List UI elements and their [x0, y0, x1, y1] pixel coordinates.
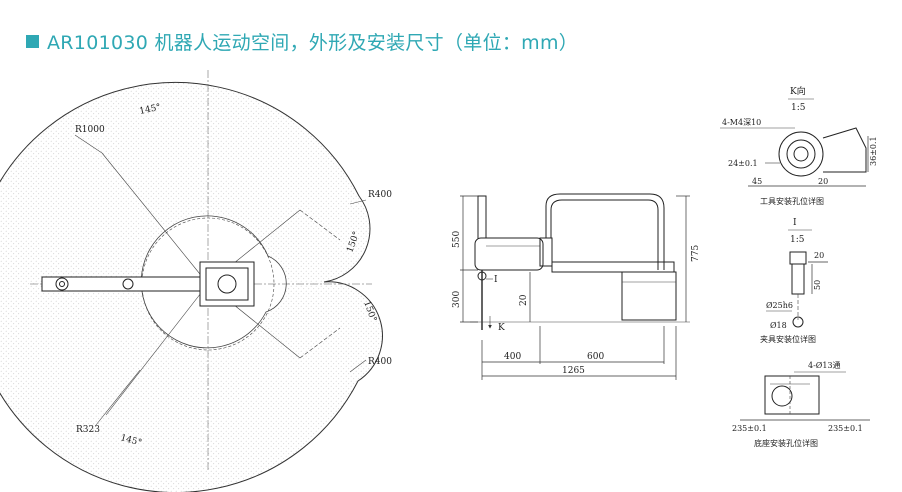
label-angle-top: 145° [139, 103, 162, 117]
base-view-caption: 底座安装孔位详图 [754, 438, 818, 448]
k-view-dim-45: 45 [752, 177, 762, 186]
k-view-title: K向 [790, 85, 806, 97]
label-k-ref: K [498, 323, 505, 333]
i-view-dim-50: 50 [813, 280, 822, 290]
label-r-mid-top: R400 [368, 190, 392, 200]
label-r-mid-bottom: R400 [368, 357, 392, 367]
k-view-dim-24: 24±0.1 [728, 159, 758, 168]
side-view: 550 300 775 20 I K 400 600 1265 [452, 193, 701, 380]
title-bullet-icon [26, 34, 39, 48]
k-view-dim-36: 36±0.1 [869, 136, 878, 166]
i-view-dim-20: 20 [814, 251, 824, 260]
k-view-scale: 1:5 [791, 103, 806, 113]
dim-height-lower: 300 [452, 291, 462, 308]
i-view-detail: I 1:5 20 50 Ø25h6 Ø18 夹具安装位详图 [760, 218, 828, 344]
k-view-dim-20: 20 [818, 177, 828, 186]
base-view-dim-left: 235±0.1 [732, 424, 767, 433]
i-view-caption: 夹具安装位详图 [760, 334, 816, 344]
k-view-detail: K向 1:5 4-M4深10 24±0.1 36±0.1 45 20 工具安装孔… [720, 85, 878, 206]
label-r-outer: R1000 [75, 125, 105, 135]
base-view-holes: 4-Ø13通 [808, 360, 841, 370]
dim-total-height: 775 [691, 245, 701, 262]
base-view-dim-right: 235±0.1 [828, 424, 863, 433]
dim-height-upper: 550 [452, 231, 462, 248]
label-r-inner: R323 [76, 425, 100, 435]
base-view-detail: 4-Ø13通 235±0.1 235±0.1 底座安装孔位详图 [732, 360, 870, 448]
k-view-caption: 工具安装孔位详图 [760, 196, 824, 206]
page-title-text: AR101030 机器人运动空间，外形及安装尺寸（单位：mm） [47, 31, 579, 54]
dim-total-length: 1265 [562, 366, 585, 376]
page-title: AR101030 机器人运动空间，外形及安装尺寸（单位：mm） [26, 26, 578, 56]
i-view-dia-25: Ø25h6 [766, 301, 793, 310]
label-i-ref: I [494, 275, 498, 285]
dim-arm2: 600 [587, 352, 604, 362]
dim-stroke: 20 [519, 294, 529, 306]
i-view-scale: 1:5 [790, 235, 805, 245]
dim-arm1: 400 [504, 352, 521, 362]
workspace-top-view: R1000 R323 R400 R400 145° 145° 150° 150° [0, 70, 392, 492]
k-view-holes: 4-M4深10 [722, 118, 761, 127]
i-view-title: I [793, 218, 797, 228]
i-view-dia-18: Ø18 [770, 321, 787, 330]
